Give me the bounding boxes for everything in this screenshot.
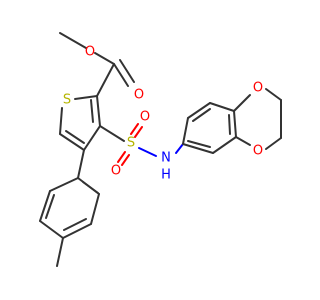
bond-o-top-ch2 (265, 88, 282, 101)
bond-tol-c6-c1 (49, 177, 79, 192)
bond-tol-c3-c4 (62, 223, 92, 239)
bonds (39, 32, 282, 267)
bond-tol-methyl (56, 237, 64, 267)
atom-o-carbonyl: O (134, 88, 144, 103)
bond-tol-c5-c6 (39, 190, 51, 222)
atom-o-dioxane-bottom: O (253, 144, 263, 159)
atom-o-dioxane-top: O (253, 81, 263, 96)
bond-carbonyl-c-o-double-a (113, 63, 129, 87)
bond-tol-c1-c2-inner (82, 181, 99, 194)
bond-thiophene-c3-c2 (96, 95, 101, 127)
bond-ar-c6-c1 (182, 143, 214, 154)
bond-ar-c6-c1-inner (187, 140, 211, 148)
bond-s-o-bottom-b (121, 154, 130, 166)
bond-ar-c4-c5-inner (228, 114, 231, 135)
bond-thiophene-c3-c2-inner (90, 99, 94, 123)
bond-s-o-top-a (130, 123, 139, 135)
bond-s-o-bottom-a (117, 151, 126, 163)
atom-o-sulfonyl-1: O (140, 110, 150, 125)
bond-s-n (138, 147, 157, 157)
atom-h-amide: H (161, 168, 171, 183)
bond-carbonyl-c-o-double-b (119, 59, 135, 83)
bond-thiophene-c4-c3 (83, 125, 101, 151)
bond-thiophene-c4-tolyl (77, 149, 85, 179)
atom-n-amide: N (161, 151, 171, 166)
bond-tol-c5-c6-inner (45, 194, 55, 219)
bond-n-aryl (175, 143, 184, 154)
bond-o-carbonyl-c (94, 52, 115, 65)
bond-thiophene-c2-s (74, 95, 98, 100)
bond-thiophene-s-c5 (59, 107, 63, 135)
bond-thiophene-c5-c4-inner (65, 130, 85, 144)
bond-ch2-o-bottom (265, 137, 282, 150)
bond-ar-o-top (233, 94, 251, 112)
atom-s-sulfonyl: S (127, 136, 135, 151)
bond-ar-c1-c2 (182, 117, 189, 145)
bond-s-o-top-b (134, 126, 143, 138)
bond-tol-c3-c4-inner (63, 218, 87, 231)
atom-o-sulfonyl-2: O (111, 164, 121, 179)
bond-c3-s-sulfonyl (99, 125, 125, 142)
atom-o-ester: O (85, 45, 95, 60)
atom-labels: O O S S O O N H O O (63, 45, 263, 183)
bond-ar-c5-c6 (212, 136, 237, 154)
bond-tol-c2-c3 (90, 193, 100, 225)
bond-o-bottom-ar (235, 136, 251, 146)
bond-ar-c2-c3-inner (192, 108, 211, 122)
bond-ar-c3-c4 (209, 102, 235, 112)
bond-ar-c2-c3 (187, 102, 211, 119)
bond-methyl-o (59, 32, 87, 49)
molecule-structure: O O S S O O N H O O (39, 32, 282, 267)
bond-thiophene-c5-c4 (59, 133, 85, 151)
bond-carbonyl-to-thiophene (96, 63, 115, 97)
atom-s-ring: S (63, 93, 71, 108)
bond-tol-c4-c5 (39, 220, 64, 239)
bond-ar-c4-c5 (233, 110, 237, 138)
